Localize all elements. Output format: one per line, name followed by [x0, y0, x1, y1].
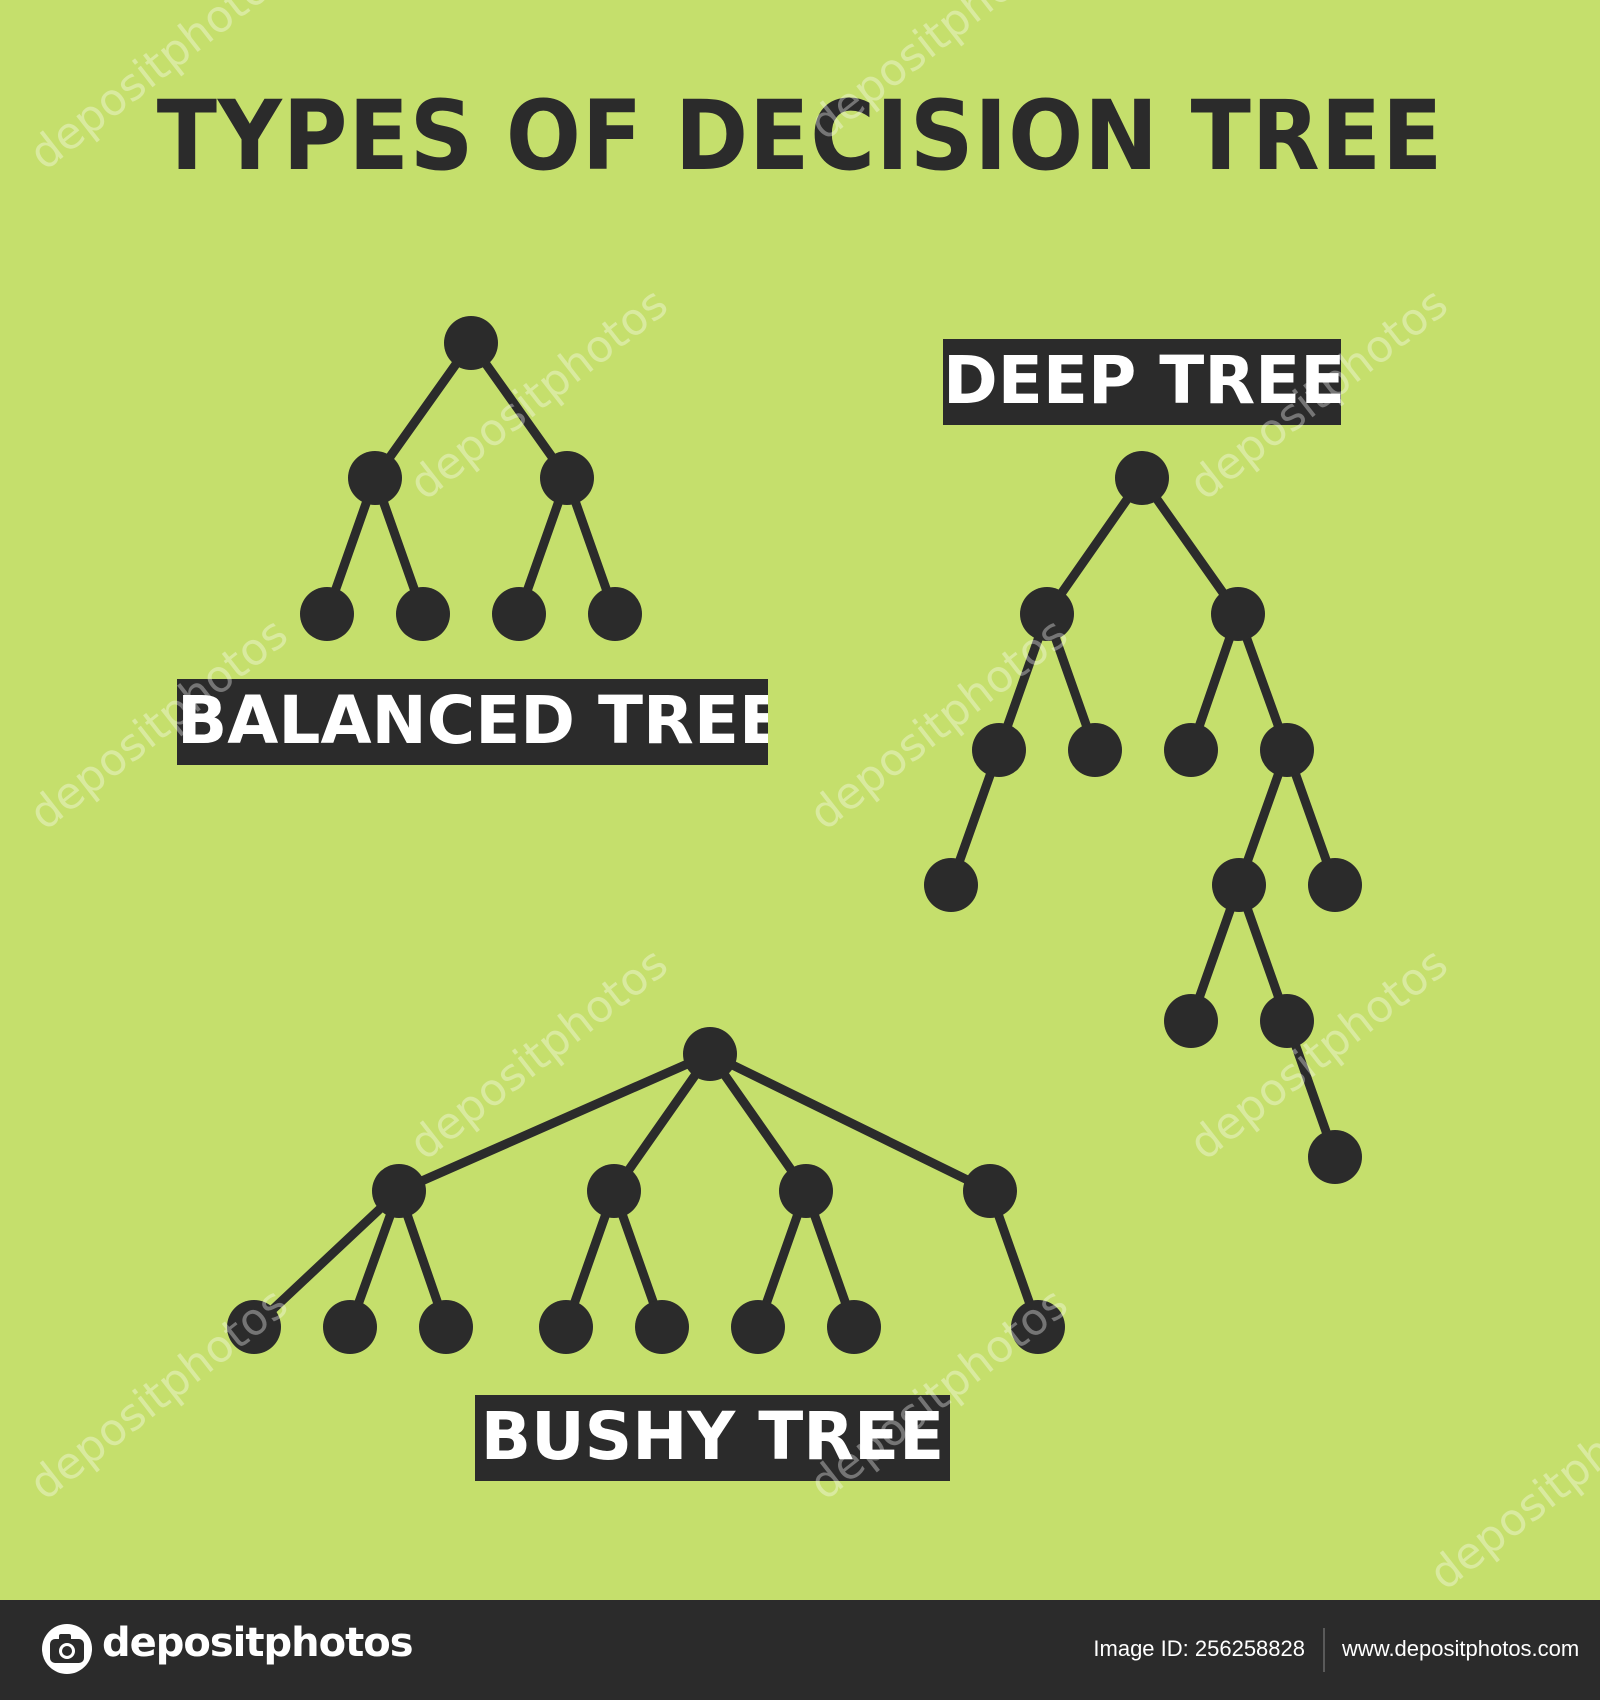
- bushy-leaf-node: [731, 1300, 785, 1354]
- deep-leaf-node: [1164, 994, 1218, 1048]
- image-id: Image ID: 256258828: [1093, 1636, 1305, 1661]
- deep-leaf-node: [924, 858, 978, 912]
- deep-node: [1020, 587, 1074, 641]
- bushy-leaf-node: [539, 1300, 593, 1354]
- balanced-leaf-node: [588, 587, 642, 641]
- deep-leaf-node: [1308, 858, 1362, 912]
- footer-bar: depositphotos Image ID: 256258828 www.de…: [0, 1600, 1600, 1700]
- camera-logo-icon: [42, 1624, 92, 1674]
- diagram-canvas: TYPES OF DECISION TREE: [20, 0, 1600, 1600]
- bushy-leaf-node: [635, 1300, 689, 1354]
- bushy-tree-label: BUSHY TREE: [475, 1395, 950, 1481]
- site-link[interactable]: www.depositphotos.com: [1342, 1636, 1580, 1661]
- balanced-leaf-node: [396, 587, 450, 641]
- deep-tree: [924, 451, 1362, 1184]
- bushy-root-node: [683, 1027, 737, 1081]
- deep-node: [1212, 858, 1266, 912]
- bushy-node: [963, 1164, 1017, 1218]
- balanced-node: [348, 451, 402, 505]
- deep-tree-label: DEEP TREE: [943, 339, 1341, 425]
- bushy-node: [779, 1164, 833, 1218]
- deep-leaf-node: [1308, 1130, 1362, 1184]
- balanced-tree: [300, 316, 642, 641]
- balanced-tree-label: BALANCED TREE: [177, 679, 768, 765]
- balanced-node: [540, 451, 594, 505]
- page-title: TYPES OF DECISION TREE: [156, 80, 1444, 192]
- deep-node: [1260, 723, 1314, 777]
- deep-node: [1260, 994, 1314, 1048]
- bushy-tree: [227, 1027, 1065, 1354]
- footer-divider: [1323, 1628, 1325, 1672]
- bushy-node: [372, 1164, 426, 1218]
- balanced-leaf-node: [300, 587, 354, 641]
- balanced-root-node: [444, 316, 498, 370]
- bushy-leaf-node: [419, 1300, 473, 1354]
- balanced-leaf-node: [492, 587, 546, 641]
- bushy-leaf-node: [227, 1300, 281, 1354]
- deep-root-node: [1115, 451, 1169, 505]
- brand-name[interactable]: depositphotos: [102, 1620, 414, 1666]
- bushy-leaf-node: [827, 1300, 881, 1354]
- deep-node: [1211, 587, 1265, 641]
- bushy-leaf-node: [323, 1300, 377, 1354]
- bushy-leaf-node: [1011, 1300, 1065, 1354]
- deep-node: [972, 723, 1026, 777]
- trees-illustration: [227, 316, 1362, 1354]
- bushy-node: [587, 1164, 641, 1218]
- deep-leaf-node: [1068, 723, 1122, 777]
- deep-leaf-node: [1164, 723, 1218, 777]
